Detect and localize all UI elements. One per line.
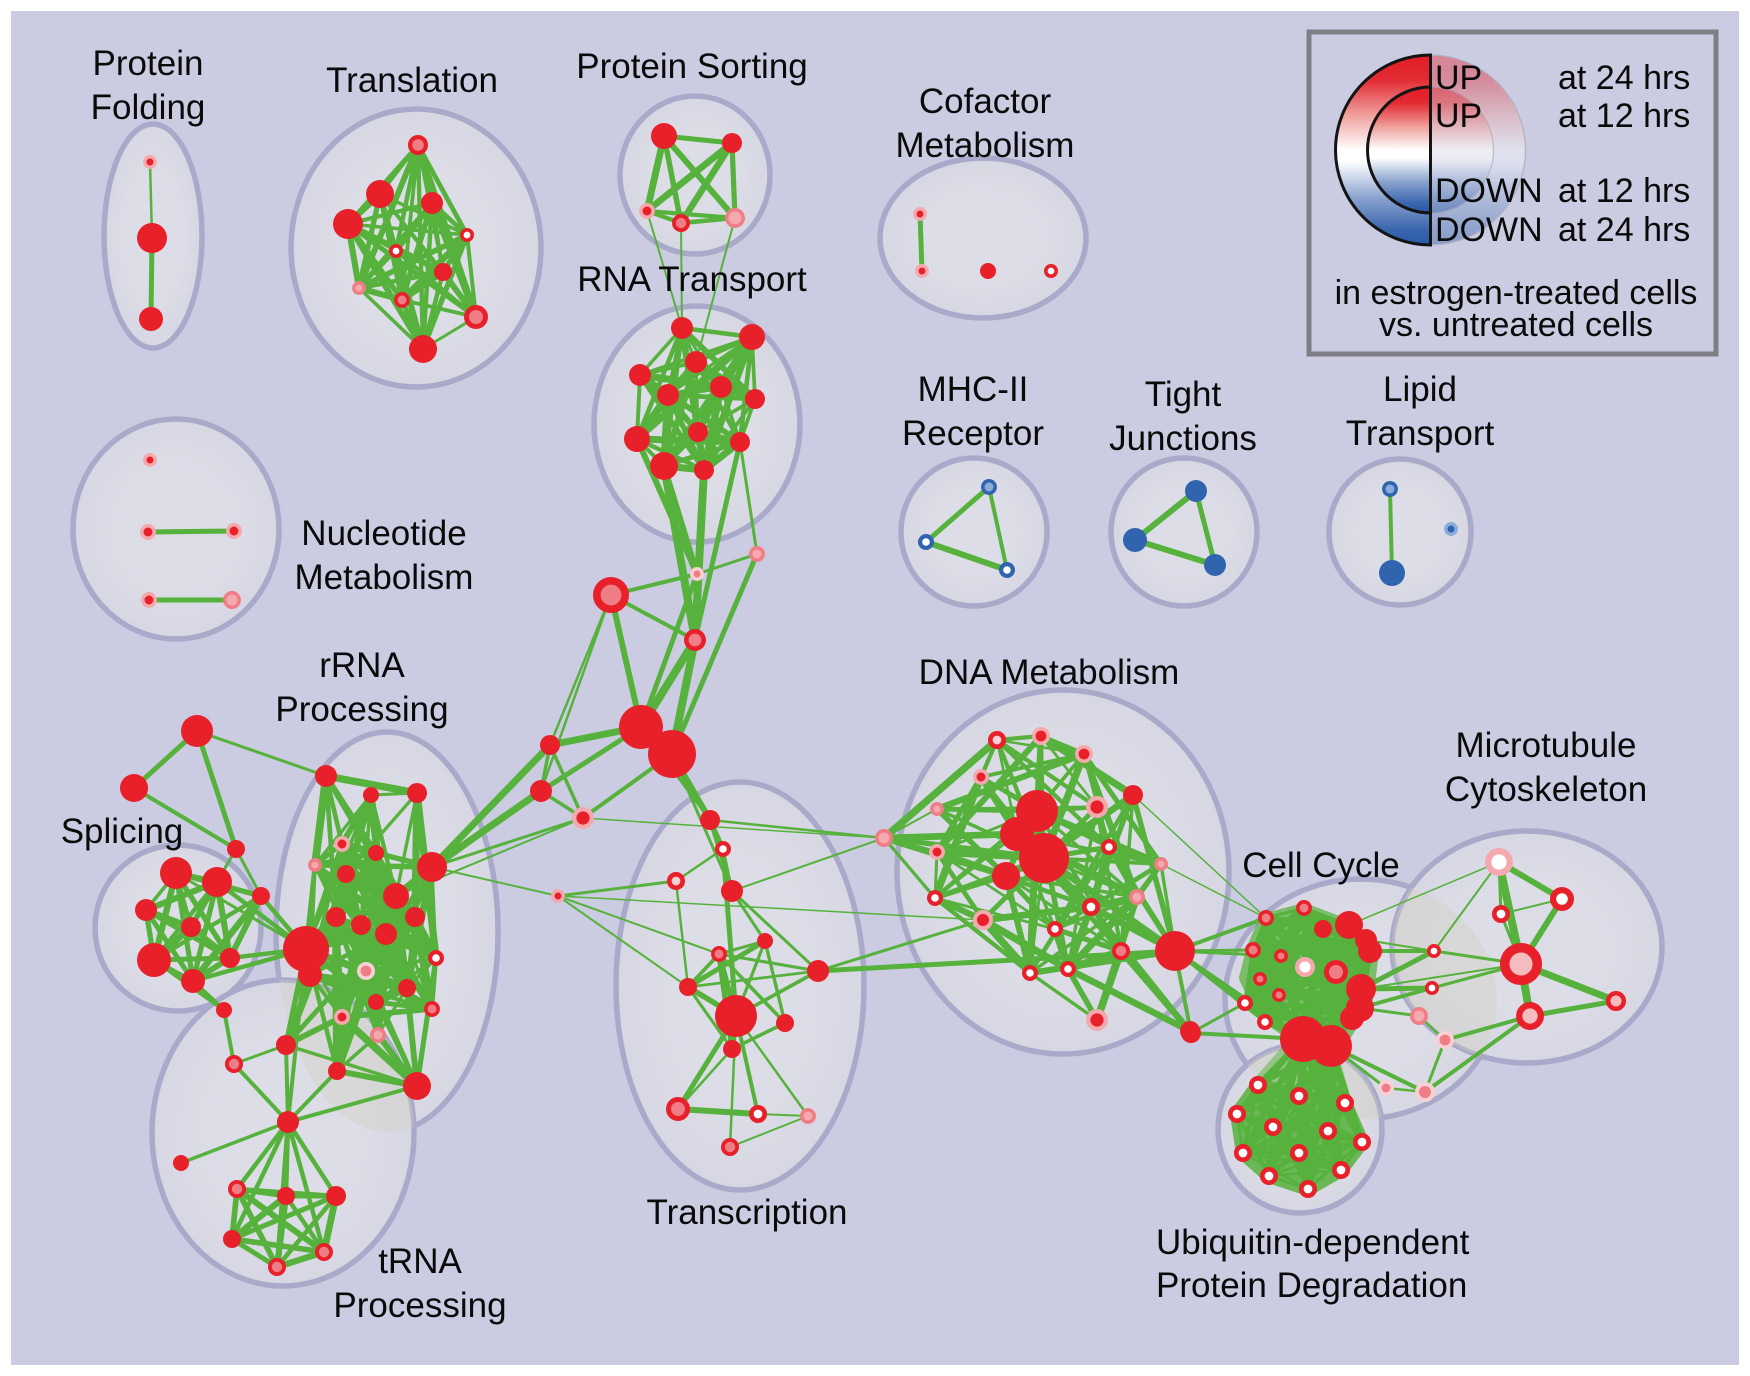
svg-text:DNA Metabolism: DNA Metabolism	[919, 653, 1180, 692]
svg-text:UP: UP	[1435, 97, 1482, 135]
svg-text:Processing: Processing	[333, 1286, 506, 1325]
svg-text:Lipid: Lipid	[1383, 370, 1457, 409]
svg-text:Receptor: Receptor	[902, 414, 1044, 453]
svg-text:at 24 hrs: at 24 hrs	[1558, 59, 1690, 97]
svg-text:at 24 hrs: at 24 hrs	[1558, 211, 1690, 249]
svg-text:Microtubule: Microtubule	[1456, 726, 1637, 765]
svg-text:Cell Cycle: Cell Cycle	[1242, 846, 1400, 885]
svg-text:tRNA: tRNA	[378, 1242, 462, 1281]
svg-text:Transcription: Transcription	[647, 1193, 848, 1232]
svg-text:Cofactor: Cofactor	[919, 82, 1052, 121]
svg-text:Transport: Transport	[1346, 414, 1495, 453]
svg-text:Splicing: Splicing	[61, 812, 184, 851]
svg-text:Junctions: Junctions	[1109, 419, 1257, 458]
svg-text:DOWN: DOWN	[1435, 172, 1543, 210]
svg-text:Metabolism: Metabolism	[896, 126, 1075, 165]
svg-text:Ubiquitin-dependent: Ubiquitin-dependent	[1156, 1223, 1470, 1262]
svg-text:DOWN: DOWN	[1435, 211, 1543, 249]
svg-text:Nucleotide: Nucleotide	[301, 514, 466, 553]
svg-text:Cytoskeleton: Cytoskeleton	[1445, 770, 1647, 809]
svg-text:Protein Degradation: Protein Degradation	[1156, 1266, 1467, 1305]
svg-text:UP: UP	[1435, 59, 1482, 97]
svg-text:Protein Sorting: Protein Sorting	[576, 47, 808, 86]
svg-text:in estrogen-treated cells: in estrogen-treated cells	[1335, 274, 1698, 312]
svg-text:Folding: Folding	[91, 88, 206, 127]
svg-text:vs. untreated cells: vs. untreated cells	[1379, 306, 1653, 344]
svg-text:at 12 hrs: at 12 hrs	[1558, 172, 1690, 210]
svg-text:MHC-II: MHC-II	[918, 370, 1029, 409]
svg-text:Protein: Protein	[93, 44, 204, 83]
svg-text:RNA Transport: RNA Transport	[577, 260, 807, 299]
svg-text:rRNA: rRNA	[319, 646, 405, 685]
svg-text:Tight: Tight	[1145, 375, 1222, 414]
svg-text:at 12 hrs: at 12 hrs	[1558, 97, 1690, 135]
svg-text:Translation: Translation	[326, 61, 498, 100]
svg-text:Processing: Processing	[275, 690, 448, 729]
svg-text:Metabolism: Metabolism	[295, 558, 474, 597]
